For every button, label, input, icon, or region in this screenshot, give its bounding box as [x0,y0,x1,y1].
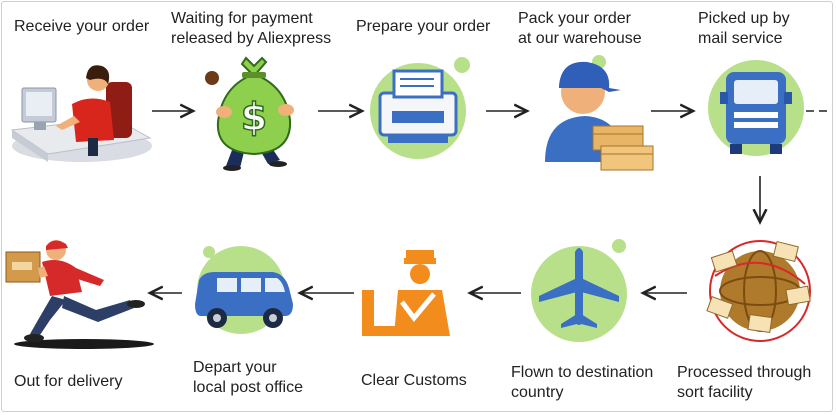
step-label-delivery: Out for delivery [14,373,123,390]
step-label-depart: Depart your local post office [193,359,303,396]
courier-running-icon [5,240,154,349]
step-label-pack: Pack your order at our warehouse [518,10,642,47]
van-icon [195,246,293,334]
step-label-prepare: Prepare your order [356,18,491,35]
mail-truck-icon [708,60,804,156]
step-label-sort: Processed through sort facility [677,364,812,401]
step-label-pickup: Picked up by mail service [698,10,790,47]
customer-at-computer-icon [10,65,152,162]
money-bag-icon: $ [205,56,294,171]
step-label-flown: Flown to destination country [511,364,654,401]
printer-icon [370,57,470,159]
step-label-customs: Clear Customs [361,372,467,389]
step-label-receive: Receive your order [14,18,150,35]
svg-text:$: $ [241,95,267,139]
airplane-icon [531,239,627,342]
warehouse-worker-boxes-icon [545,55,654,171]
customs-officer-icon [362,250,450,336]
globe-envelopes-icon [706,240,811,342]
step-label-payment: Waiting for payment released by Aliexpre… [171,10,332,47]
